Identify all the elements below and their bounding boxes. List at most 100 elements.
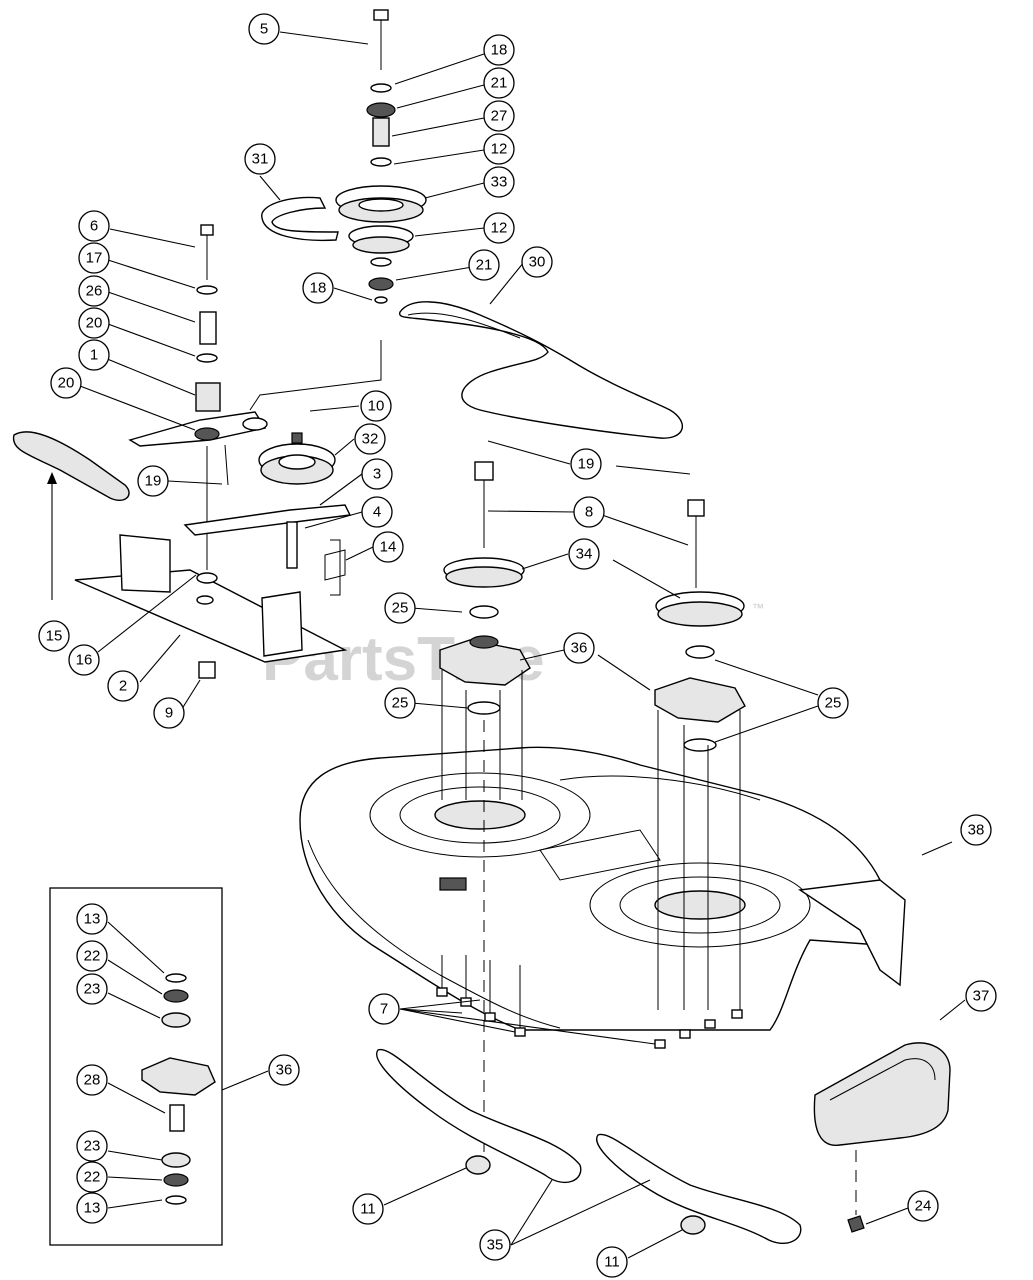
svg-text:31: 31 <box>252 151 269 168</box>
svg-text:11: 11 <box>360 1201 376 1218</box>
callout-7: 7 <box>368 993 400 1025</box>
right-spindle <box>654 499 746 1010</box>
svg-text:23: 23 <box>84 981 101 998</box>
callout-25: 25 <box>817 687 849 719</box>
callout-22: 22 <box>76 940 108 972</box>
svg-text:19: 19 <box>578 456 595 473</box>
handle-15 <box>12 431 130 600</box>
svg-text:22: 22 <box>84 1169 101 1186</box>
svg-text:36: 36 <box>276 1062 293 1079</box>
callout-15: 15 <box>38 620 70 652</box>
callout-5: 5 <box>248 13 280 45</box>
belt-cover-37 <box>813 1042 951 1233</box>
svg-text:26: 26 <box>86 283 103 300</box>
callouts: 5 18 21 27 12 31 33 12 6 21 30 17 18 26 … <box>38 13 997 1278</box>
blade-right-35 <box>596 1133 802 1244</box>
callout-33: 33 <box>483 166 515 198</box>
belt-30 <box>398 301 683 439</box>
callout-34: 34 <box>568 538 600 570</box>
svg-text:3: 3 <box>373 466 381 483</box>
callout-17: 17 <box>78 242 110 274</box>
callout-32: 32 <box>354 423 386 455</box>
svg-text:23: 23 <box>84 1138 101 1155</box>
svg-text:25: 25 <box>392 695 409 712</box>
svg-text:1: 1 <box>90 347 98 364</box>
svg-text:7: 7 <box>380 1001 388 1018</box>
callout-20: 20 <box>50 367 82 399</box>
svg-text:11: 11 <box>604 1254 620 1271</box>
svg-text:16: 16 <box>76 652 93 669</box>
mower-deck <box>299 746 906 1031</box>
svg-text:14: 14 <box>380 539 397 556</box>
callout-31: 31 <box>244 143 276 175</box>
svg-text:4: 4 <box>373 504 381 521</box>
callout-25: 25 <box>384 592 416 624</box>
bracket-2 <box>74 534 348 679</box>
callout-35: 35 <box>479 1229 511 1261</box>
callout-4: 4 <box>361 496 393 528</box>
callout-3: 3 <box>361 458 393 490</box>
callout-23: 23 <box>76 973 108 1005</box>
svg-text:12: 12 <box>491 220 508 237</box>
callout-14: 14 <box>372 531 404 563</box>
idler-pulley-32 <box>183 432 352 596</box>
callout-20: 20 <box>78 307 110 339</box>
svg-text:37: 37 <box>973 988 990 1005</box>
watermark-trademark: ™ <box>752 601 764 615</box>
callout-10: 10 <box>360 390 392 422</box>
svg-text:21: 21 <box>491 75 508 92</box>
callout-38: 38 <box>960 814 992 846</box>
callout-12: 12 <box>483 212 515 244</box>
callout-27: 27 <box>483 100 515 132</box>
svg-text:12: 12 <box>491 141 508 158</box>
callout-16: 16 <box>68 644 100 676</box>
svg-text:13: 13 <box>84 1200 101 1217</box>
callout-19: 19 <box>570 448 602 480</box>
svg-text:19: 19 <box>145 473 162 490</box>
svg-text:27: 27 <box>491 108 508 125</box>
svg-text:6: 6 <box>90 218 98 235</box>
svg-text:30: 30 <box>529 254 546 271</box>
blade-left-35 <box>376 1048 582 1184</box>
inset-spindle-assembly <box>49 887 223 1246</box>
svg-text:5: 5 <box>260 21 268 38</box>
svg-text:18: 18 <box>310 280 327 297</box>
left-spindle <box>439 461 531 1160</box>
svg-text:18: 18 <box>491 42 508 59</box>
callout-18: 18 <box>302 272 334 304</box>
callout-19: 19 <box>137 465 169 497</box>
svg-text:20: 20 <box>86 315 103 332</box>
callout-30: 30 <box>521 246 553 278</box>
svg-text:25: 25 <box>825 695 842 712</box>
callout-21: 21 <box>468 249 500 281</box>
callout-25: 25 <box>384 687 416 719</box>
svg-text:20: 20 <box>58 375 75 392</box>
callout-18: 18 <box>483 34 515 66</box>
callout-36: 36 <box>268 1054 300 1086</box>
svg-text:22: 22 <box>84 948 101 965</box>
callout-1: 1 <box>78 339 110 371</box>
svg-text:15: 15 <box>46 628 63 645</box>
callout-36: 36 <box>563 632 595 664</box>
svg-text:25: 25 <box>392 600 409 617</box>
callout-6: 6 <box>78 210 110 242</box>
svg-text:17: 17 <box>86 250 103 267</box>
callout-26: 26 <box>78 275 110 307</box>
callout-22: 22 <box>76 1161 108 1193</box>
callout-11: 11 <box>596 1246 628 1278</box>
callout-12: 12 <box>483 133 515 165</box>
svg-text:21: 21 <box>476 257 493 274</box>
callout-23: 23 <box>76 1130 108 1162</box>
callout-28: 28 <box>76 1064 108 1096</box>
svg-text:9: 9 <box>165 705 173 722</box>
svg-text:28: 28 <box>84 1072 101 1089</box>
svg-text:13: 13 <box>84 911 101 928</box>
svg-text:24: 24 <box>915 1198 932 1215</box>
callout-2: 2 <box>107 670 139 702</box>
callout-13: 13 <box>76 1192 108 1224</box>
callout-24: 24 <box>907 1190 939 1222</box>
svg-text:2: 2 <box>119 678 127 695</box>
svg-text:38: 38 <box>968 822 985 839</box>
svg-text:8: 8 <box>585 504 593 521</box>
